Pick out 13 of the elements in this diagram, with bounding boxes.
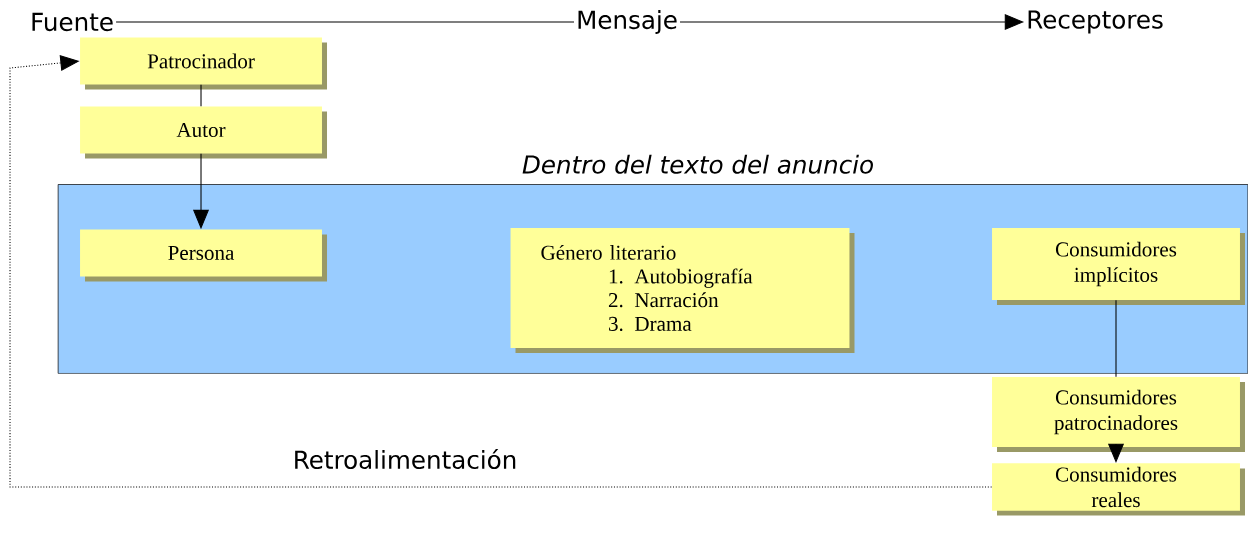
process-box: Patrocinador <box>80 37 327 90</box>
process-box: Consumidores implícitos <box>992 228 1245 305</box>
process-box: Persona <box>80 229 327 282</box>
flow-label: Receptores <box>1028 10 1163 34</box>
process-box: Autor <box>80 106 327 159</box>
arrow <box>9 54 993 488</box>
process-box: Consumidores patrocinadores <box>992 377 1245 452</box>
flow-label: Fuente <box>32 12 113 32</box>
flow-label: Mensaje <box>578 10 677 34</box>
process-box: Consumidores reales <box>992 463 1245 516</box>
edge-label: Retroalimentación <box>295 449 516 469</box>
node-label: Dentro del texto del anuncio <box>522 154 873 174</box>
list-box: Género literario 1. Autobiografía 2. Narración 3. Drama <box>510 228 855 353</box>
